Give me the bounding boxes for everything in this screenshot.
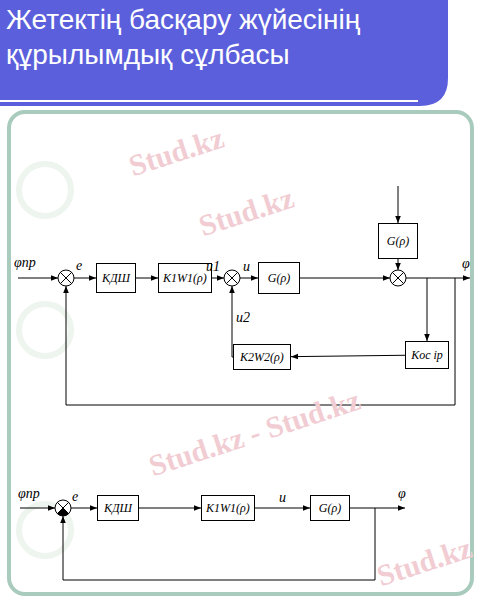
block-box: K1W1(ρ) (201, 495, 255, 521)
title-underline (0, 100, 418, 102)
watermark: Stud.kz (125, 121, 228, 183)
disturbance-line (398, 186, 399, 223)
block-box: G(ρ) (310, 495, 350, 521)
block-box: G(ρ) (378, 223, 418, 259)
block-box: K1W1(ρ) (158, 263, 212, 293)
connector (136, 278, 158, 279)
signal-line (240, 278, 258, 279)
signal-lines (18, 278, 470, 580)
signal-name: e (72, 489, 78, 505)
signal-name: u (279, 490, 286, 506)
signal-line (74, 278, 96, 279)
watermark: Stud.kz (195, 181, 298, 243)
signal-name: φ (398, 486, 406, 502)
summing-junction (224, 270, 240, 286)
block-box: KДШ (96, 263, 136, 293)
summing-junction (390, 270, 406, 286)
connector (291, 355, 405, 356)
signal-name: φ (462, 256, 470, 272)
block-box: G(ρ) (258, 262, 300, 294)
watermark-logo (19, 304, 71, 356)
summing-junction (55, 500, 71, 516)
watermark: Stud.kz (373, 531, 476, 593)
signal-name: φпр (18, 486, 40, 502)
signal-line (300, 278, 390, 279)
block-label: KДШ (104, 501, 132, 515)
slide-title: Жетектің басқару жүйесінің құрылымдық сұ… (6, 2, 431, 72)
signal-name: φпр (14, 255, 36, 271)
signal-line (212, 278, 224, 279)
summing-junction (58, 270, 74, 286)
block-label: K1W1(ρ) (163, 271, 207, 285)
block-label: K1W1(ρ) (206, 501, 250, 515)
connector (139, 508, 201, 509)
signal-name: u (243, 259, 250, 275)
signal-line (398, 259, 399, 270)
block-box: K2W2(ρ) (233, 344, 291, 370)
watermark-logo (19, 164, 71, 216)
signal-name: u1 (206, 259, 220, 275)
block-label: K2W2(ρ) (240, 350, 284, 364)
watermark: Stud.kz - Stud.kz (145, 383, 365, 483)
feedback-line (427, 278, 428, 341)
signal-line (350, 508, 405, 509)
block-label: G(ρ) (387, 234, 409, 248)
title-band (0, 0, 448, 106)
block-label: Kос ip (411, 348, 443, 362)
content-frame (9, 112, 472, 594)
block-box: Kос ip (405, 341, 449, 369)
block-box: KДШ (97, 495, 139, 521)
signal-name: e (76, 258, 82, 274)
block-label: G(ρ) (268, 271, 290, 285)
block-label: G(ρ) (319, 501, 341, 515)
connector (255, 508, 310, 509)
signal-name: u2 (236, 310, 250, 326)
block-label: KДШ (102, 271, 130, 285)
signal-line (71, 508, 97, 509)
